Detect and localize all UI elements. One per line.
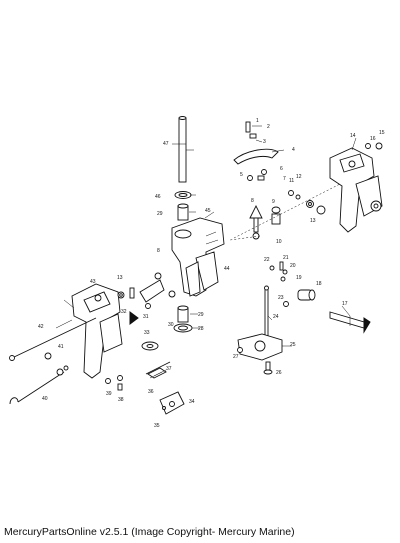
thumb-screw-part[interactable]: [329, 311, 371, 334]
part-label-42: 42: [38, 324, 44, 330]
part-label-5: 5: [240, 172, 243, 178]
part-label-13: 13: [310, 218, 316, 224]
part-label-38: 38: [118, 397, 124, 403]
part-label-17: 17: [342, 301, 348, 307]
part-label-20: 20: [290, 263, 296, 269]
part-label-30: 30: [168, 322, 174, 328]
tilt-rod-part[interactable]: [264, 285, 269, 339]
part-label-31: 31: [143, 314, 149, 320]
part-label-36: 36: [148, 389, 154, 395]
lower-bushing-part[interactable]: [173, 305, 193, 333]
part-label-14: 14: [350, 133, 356, 139]
steering-pin-part[interactable]: [178, 116, 194, 183]
part-label-28: 28: [198, 326, 204, 332]
part-label-46: 46: [155, 194, 161, 200]
part-label-35: 35: [154, 423, 160, 429]
part-label-1: 1: [256, 118, 259, 124]
part-label-22: 22: [264, 257, 270, 263]
left-clamp-bracket-part[interactable]: [71, 283, 123, 379]
lower-plate-part[interactable]: [159, 391, 185, 415]
through-bolt-part[interactable]: [9, 317, 97, 361]
part-label-3: 3: [263, 139, 266, 145]
part-label-47: 47: [163, 141, 169, 147]
leader-lines: [55, 125, 357, 347]
part-label-39: 39: [106, 391, 112, 397]
part-label-10: 10: [276, 239, 282, 245]
trim-bushing-part[interactable]: [297, 289, 316, 301]
part-label-41: 41: [58, 344, 64, 350]
part-label-45: 45: [205, 208, 211, 214]
left-hardware-part[interactable]: [117, 272, 176, 309]
swivel-bracket-part[interactable]: [171, 217, 225, 297]
washer-part[interactable]: [174, 191, 192, 199]
part-label-13b: 13: [117, 275, 123, 281]
part-label-24: 24: [273, 314, 279, 320]
part-label-8a: 8: [251, 198, 254, 204]
part-label-16: 16: [370, 136, 376, 142]
pivot-washer-part[interactable]: [129, 311, 159, 351]
part-label-23: 23: [278, 295, 284, 301]
bushing-part[interactable]: [177, 203, 189, 221]
part-label-29a: 29: [157, 211, 163, 217]
assembly-axis-line-2: [229, 235, 261, 241]
part-label-34: 34: [189, 399, 195, 405]
part-label-44: 44: [224, 266, 230, 272]
right-clamp-bracket-part[interactable]: [329, 147, 383, 233]
tilt-lever-part[interactable]: [9, 352, 69, 405]
small-hardware-part[interactable]: [269, 261, 289, 307]
part-label-15: 15: [379, 130, 385, 136]
part-label-18: 18: [316, 281, 322, 287]
part-label-21: 21: [283, 255, 289, 261]
part-label-11: 11: [289, 178, 294, 184]
part-label-8b: 8: [157, 248, 160, 254]
part-label-25: 25: [290, 342, 296, 348]
nut-part[interactable]: [105, 375, 123, 391]
part-label-26: 26: [276, 370, 282, 376]
part-label-32: 32: [121, 309, 127, 315]
part-label-4: 4: [292, 147, 295, 153]
part-label-37: 37: [166, 366, 172, 372]
part-label-27: 27: [233, 354, 239, 360]
tilt-knob-part[interactable]: [249, 204, 281, 240]
part-label-9: 9: [272, 199, 275, 205]
washer-stack-part[interactable]: [288, 190, 326, 215]
part-label-12: 12: [296, 174, 302, 180]
part-label-7: 7: [283, 176, 286, 182]
part-label-29b: 29: [198, 312, 204, 318]
clamp-block-part[interactable]: [237, 333, 283, 375]
part-label-6: 6: [280, 166, 283, 172]
clamp-bolt-part[interactable]: [365, 142, 383, 150]
part-label-33: 33: [144, 330, 150, 336]
part-number-labels: 47 1 2 3 4 5 6 7 8 8 9 10 11 12 13 14 15…: [38, 118, 385, 429]
part-label-19: 19: [296, 275, 302, 281]
part-label-2: 2: [267, 124, 270, 130]
copyright-caption: MercuryPartsOnline v2.5.1 (Image Copyrig…: [4, 526, 295, 538]
spring-stud-part[interactable]: [145, 361, 171, 379]
part-label-43: 43: [90, 279, 96, 285]
tilt-lock-lever-part[interactable]: [233, 121, 279, 181]
exploded-parts-diagram: 47 1 2 3 4 5 6 7 8 8 9 10 11 12 13 14 15…: [9, 116, 385, 429]
part-label-40: 40: [42, 396, 48, 402]
